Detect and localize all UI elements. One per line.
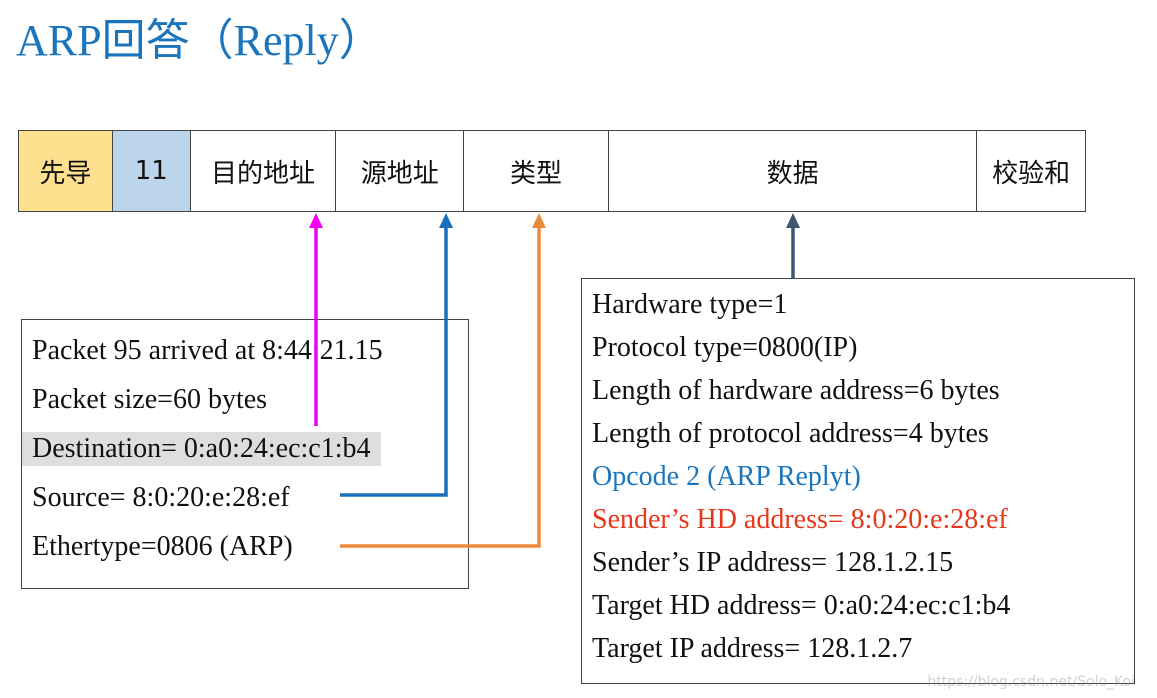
field-destination-address: 目的地址 <box>190 131 337 211</box>
ethernet-header-box: Packet 95 arrived at 8:44:21.15 Packet s… <box>21 319 469 589</box>
field-source-address: 源地址 <box>336 131 465 211</box>
data-line-hw-length: Length of hardware address=6 bytes <box>592 375 1000 406</box>
ethernet-frame: 先导 11 目的地址 源地址 类型 数据 校验和 <box>18 130 1086 212</box>
data-line-target-ip: Target IP address= 128.1.2.7 <box>592 633 913 664</box>
data-line-opcode: Opcode 2 (ARP Replyt) <box>592 461 861 492</box>
watermark: https://blog.csdn.net/Solo_Koi <box>927 674 1135 690</box>
data-line-proto-length: Length of protocol address=4 bytes <box>592 418 989 449</box>
field-sfd: 11 <box>112 131 191 211</box>
data-line-sender-ip: Sender’s IP address= 128.1.2.15 <box>592 547 954 578</box>
header-line-arrival: Packet 95 arrived at 8:44:21.15 <box>32 335 383 366</box>
field-type: 类型 <box>464 131 609 211</box>
field-checksum: 校验和 <box>977 131 1086 211</box>
data-line-protocol-type: Protocol type=0800(IP) <box>592 332 858 363</box>
data-arrow <box>786 213 800 278</box>
data-line-hardware-type: Hardware type=1 <box>592 289 788 320</box>
data-line-sender-hd: Sender’s HD address= 8:0:20:e:28:ef <box>592 504 1008 535</box>
field-preamble: 先导 <box>19 131 113 211</box>
arp-data-box: Hardware type=1 Protocol type=0800(IP) L… <box>581 278 1135 684</box>
header-line-source: Source= 8:0:20:e:28:ef <box>32 482 290 513</box>
header-line-size: Packet size=60 bytes <box>32 384 268 415</box>
header-line-destination: Destination= 0:a0:24:ec:c1:b4 <box>22 432 381 466</box>
header-line-ethertype: Ethertype=0806 (ARP) <box>32 531 293 562</box>
field-data: 数据 <box>608 131 978 211</box>
page-title: ARP回答（Reply） <box>16 16 383 65</box>
data-line-target-hd: Target HD address= 0:a0:24:ec:c1:b4 <box>592 590 1011 621</box>
